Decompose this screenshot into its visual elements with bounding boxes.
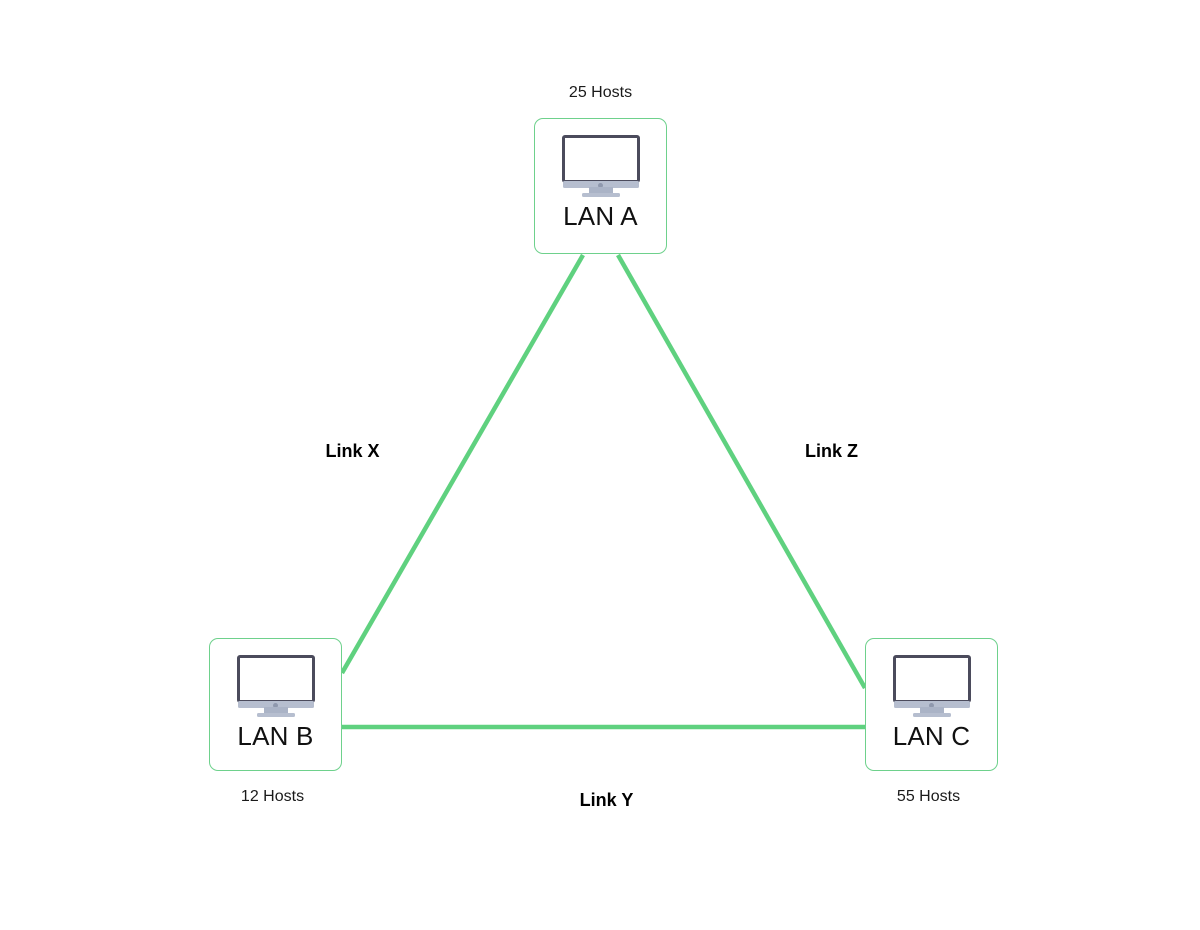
monitor-stand [263,707,288,715]
monitor-screen-bezel [892,655,971,703]
link-x-line[interactable] [340,253,585,675]
node-lan-b[interactable]: LAN B [209,638,342,771]
lan-c-hosts-caption: 55 Hosts [896,788,961,805]
node-lan-c[interactable]: LAN C [865,638,998,771]
monitor-base [581,193,620,197]
desktop-monitor-icon [892,655,971,717]
monitor-base [256,713,295,717]
desktop-monitor-icon [236,655,315,717]
monitor-stand [588,187,613,195]
monitor-logo-dot [928,702,934,708]
node-lan-b-label: LAN B [237,721,314,751]
lan-a-hosts-caption: 25 Hosts [568,84,633,101]
monitor-base [912,713,951,717]
link-z-line[interactable] [616,253,867,690]
monitor-screen-bezel [561,135,640,183]
link-z-label: Link Z [805,441,858,461]
node-lan-a[interactable]: LAN A [534,118,667,254]
desktop-monitor-icon [561,135,640,197]
link-y-label: Link Y [579,790,634,810]
node-lan-a-label: LAN A [563,201,638,231]
monitor-logo-dot [597,182,603,188]
monitor-stand [919,707,944,715]
monitor-screen-bezel [236,655,315,703]
link-x-label: Link X [325,441,380,461]
lan-b-hosts-caption: 12 Hosts [240,788,305,805]
monitor-logo-dot [272,702,278,708]
node-lan-c-label: LAN C [892,721,971,751]
